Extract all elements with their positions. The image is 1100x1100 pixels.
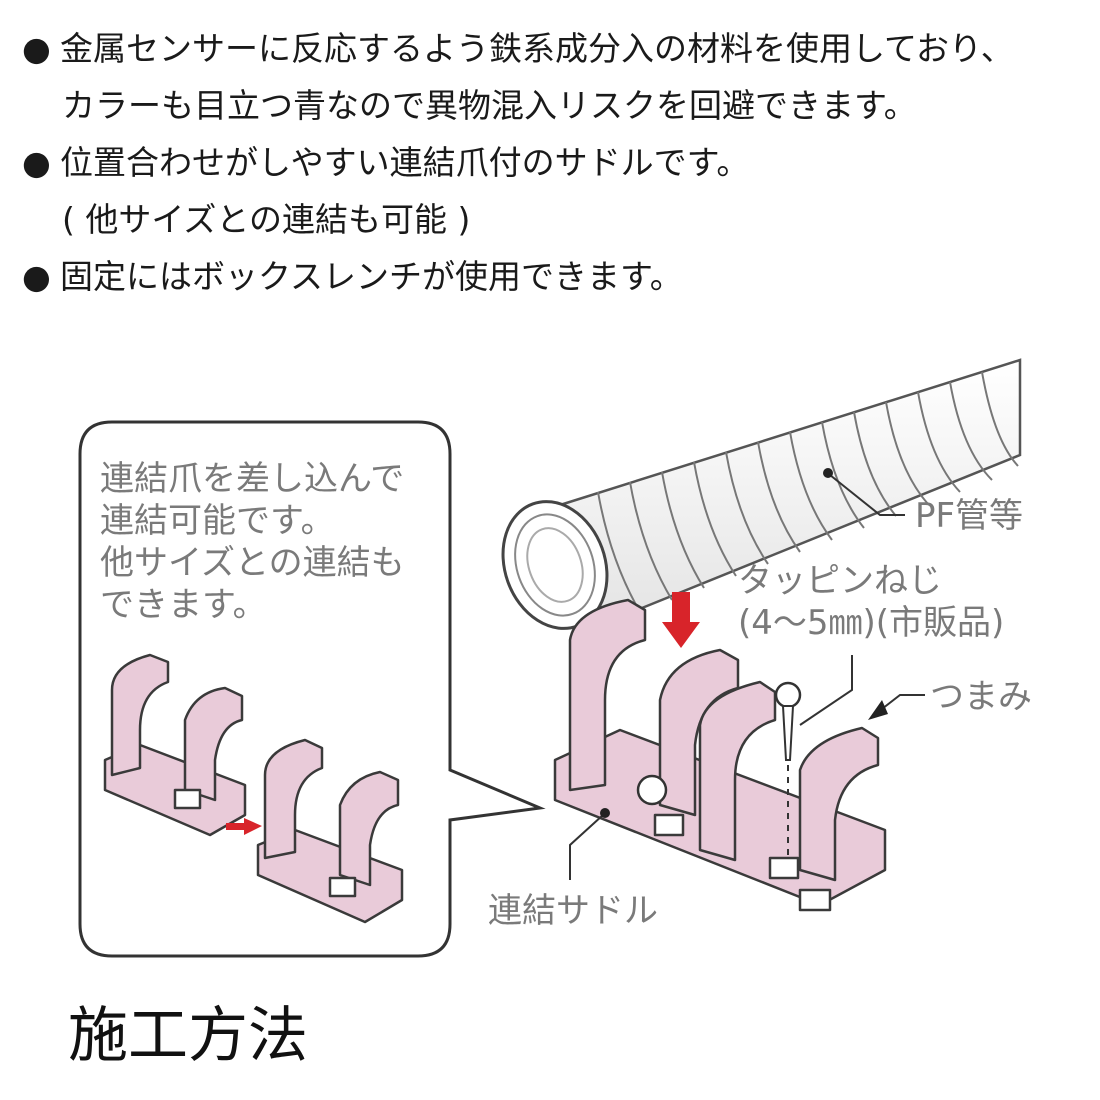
callout-line: 連結可能です。 bbox=[100, 501, 335, 541]
callout-line: 連結爪を差し込んで bbox=[100, 459, 404, 499]
label-knob: つまみ bbox=[930, 677, 1032, 717]
small-saddle-right bbox=[256, 738, 404, 924]
knob-arrow-icon bbox=[868, 700, 888, 720]
insert-arrow-icon bbox=[662, 592, 700, 648]
small-saddle-left bbox=[103, 653, 247, 837]
screw-head-icon bbox=[774, 681, 802, 709]
callout-line: できます。 bbox=[100, 585, 267, 625]
feature-text: 固定にはボックスレンチが使用できます。 bbox=[60, 257, 683, 296]
pf-pipe bbox=[501, 358, 1022, 630]
label-pf-pipe: PF管等 bbox=[915, 496, 1023, 536]
bullet-icon: ● bbox=[22, 257, 51, 296]
label-connected-saddle: 連結サドル bbox=[488, 891, 658, 931]
feature-item: ●固定にはボックスレンチが使用できます。 bbox=[22, 248, 1082, 305]
connect-arrow-icon bbox=[226, 818, 262, 835]
feature-item: ●金属センサーに反応するよう鉄系成分入の材料を使用しており、 bbox=[22, 20, 1082, 77]
connected-saddle bbox=[553, 598, 887, 912]
feature-text: 金属センサーに反応するよう鉄系成分入の材料を使用しており、 bbox=[60, 29, 1014, 68]
screw-leader-line bbox=[799, 655, 853, 726]
feature-item: カラーも目立つ青なので異物混入リスクを回避できます。 bbox=[22, 77, 1082, 134]
tapping-screw-icon bbox=[781, 705, 795, 761]
bullet-icon: ● bbox=[22, 29, 51, 68]
label-tapping-screw: タッピンねじ bbox=[738, 561, 942, 601]
knob-leader-line bbox=[877, 694, 925, 713]
bullet-icon: ● bbox=[22, 143, 51, 182]
feature-text: 位置合わせがしやすい連結爪付のサドルです。 bbox=[60, 143, 750, 182]
page-title: 施工方法 bbox=[68, 1001, 308, 1071]
installation-diagram: 連結爪を差し込んで 連結可能です。 他サイズとの連結も できます。 bbox=[78, 358, 1032, 958]
screw-head-icon bbox=[636, 774, 668, 806]
pipe-leader-line bbox=[829, 474, 905, 516]
feature-item: ( 他サイズとの連結も可能 ) bbox=[22, 191, 1082, 248]
feature-item: ●位置合わせがしやすい連結爪付のサドルです。 bbox=[22, 134, 1082, 191]
feature-text: カラーも目立つ青なので異物混入リスクを回避できます。 bbox=[62, 86, 917, 125]
pipe-leader-dot bbox=[823, 468, 833, 478]
saddle-leader-dot bbox=[600, 808, 610, 818]
label-screw-size: (4〜5㎜)(市販品) bbox=[738, 603, 1004, 643]
saddle-leader-line bbox=[569, 814, 604, 880]
feature-list: ●金属センサーに反応するよう鉄系成分入の材料を使用しており、 カラーも目立つ青な… bbox=[22, 20, 1082, 305]
feature-text: ( 他サイズとの連結も可能 ) bbox=[62, 200, 471, 239]
callout-line: 他サイズとの連結も bbox=[100, 543, 405, 583]
